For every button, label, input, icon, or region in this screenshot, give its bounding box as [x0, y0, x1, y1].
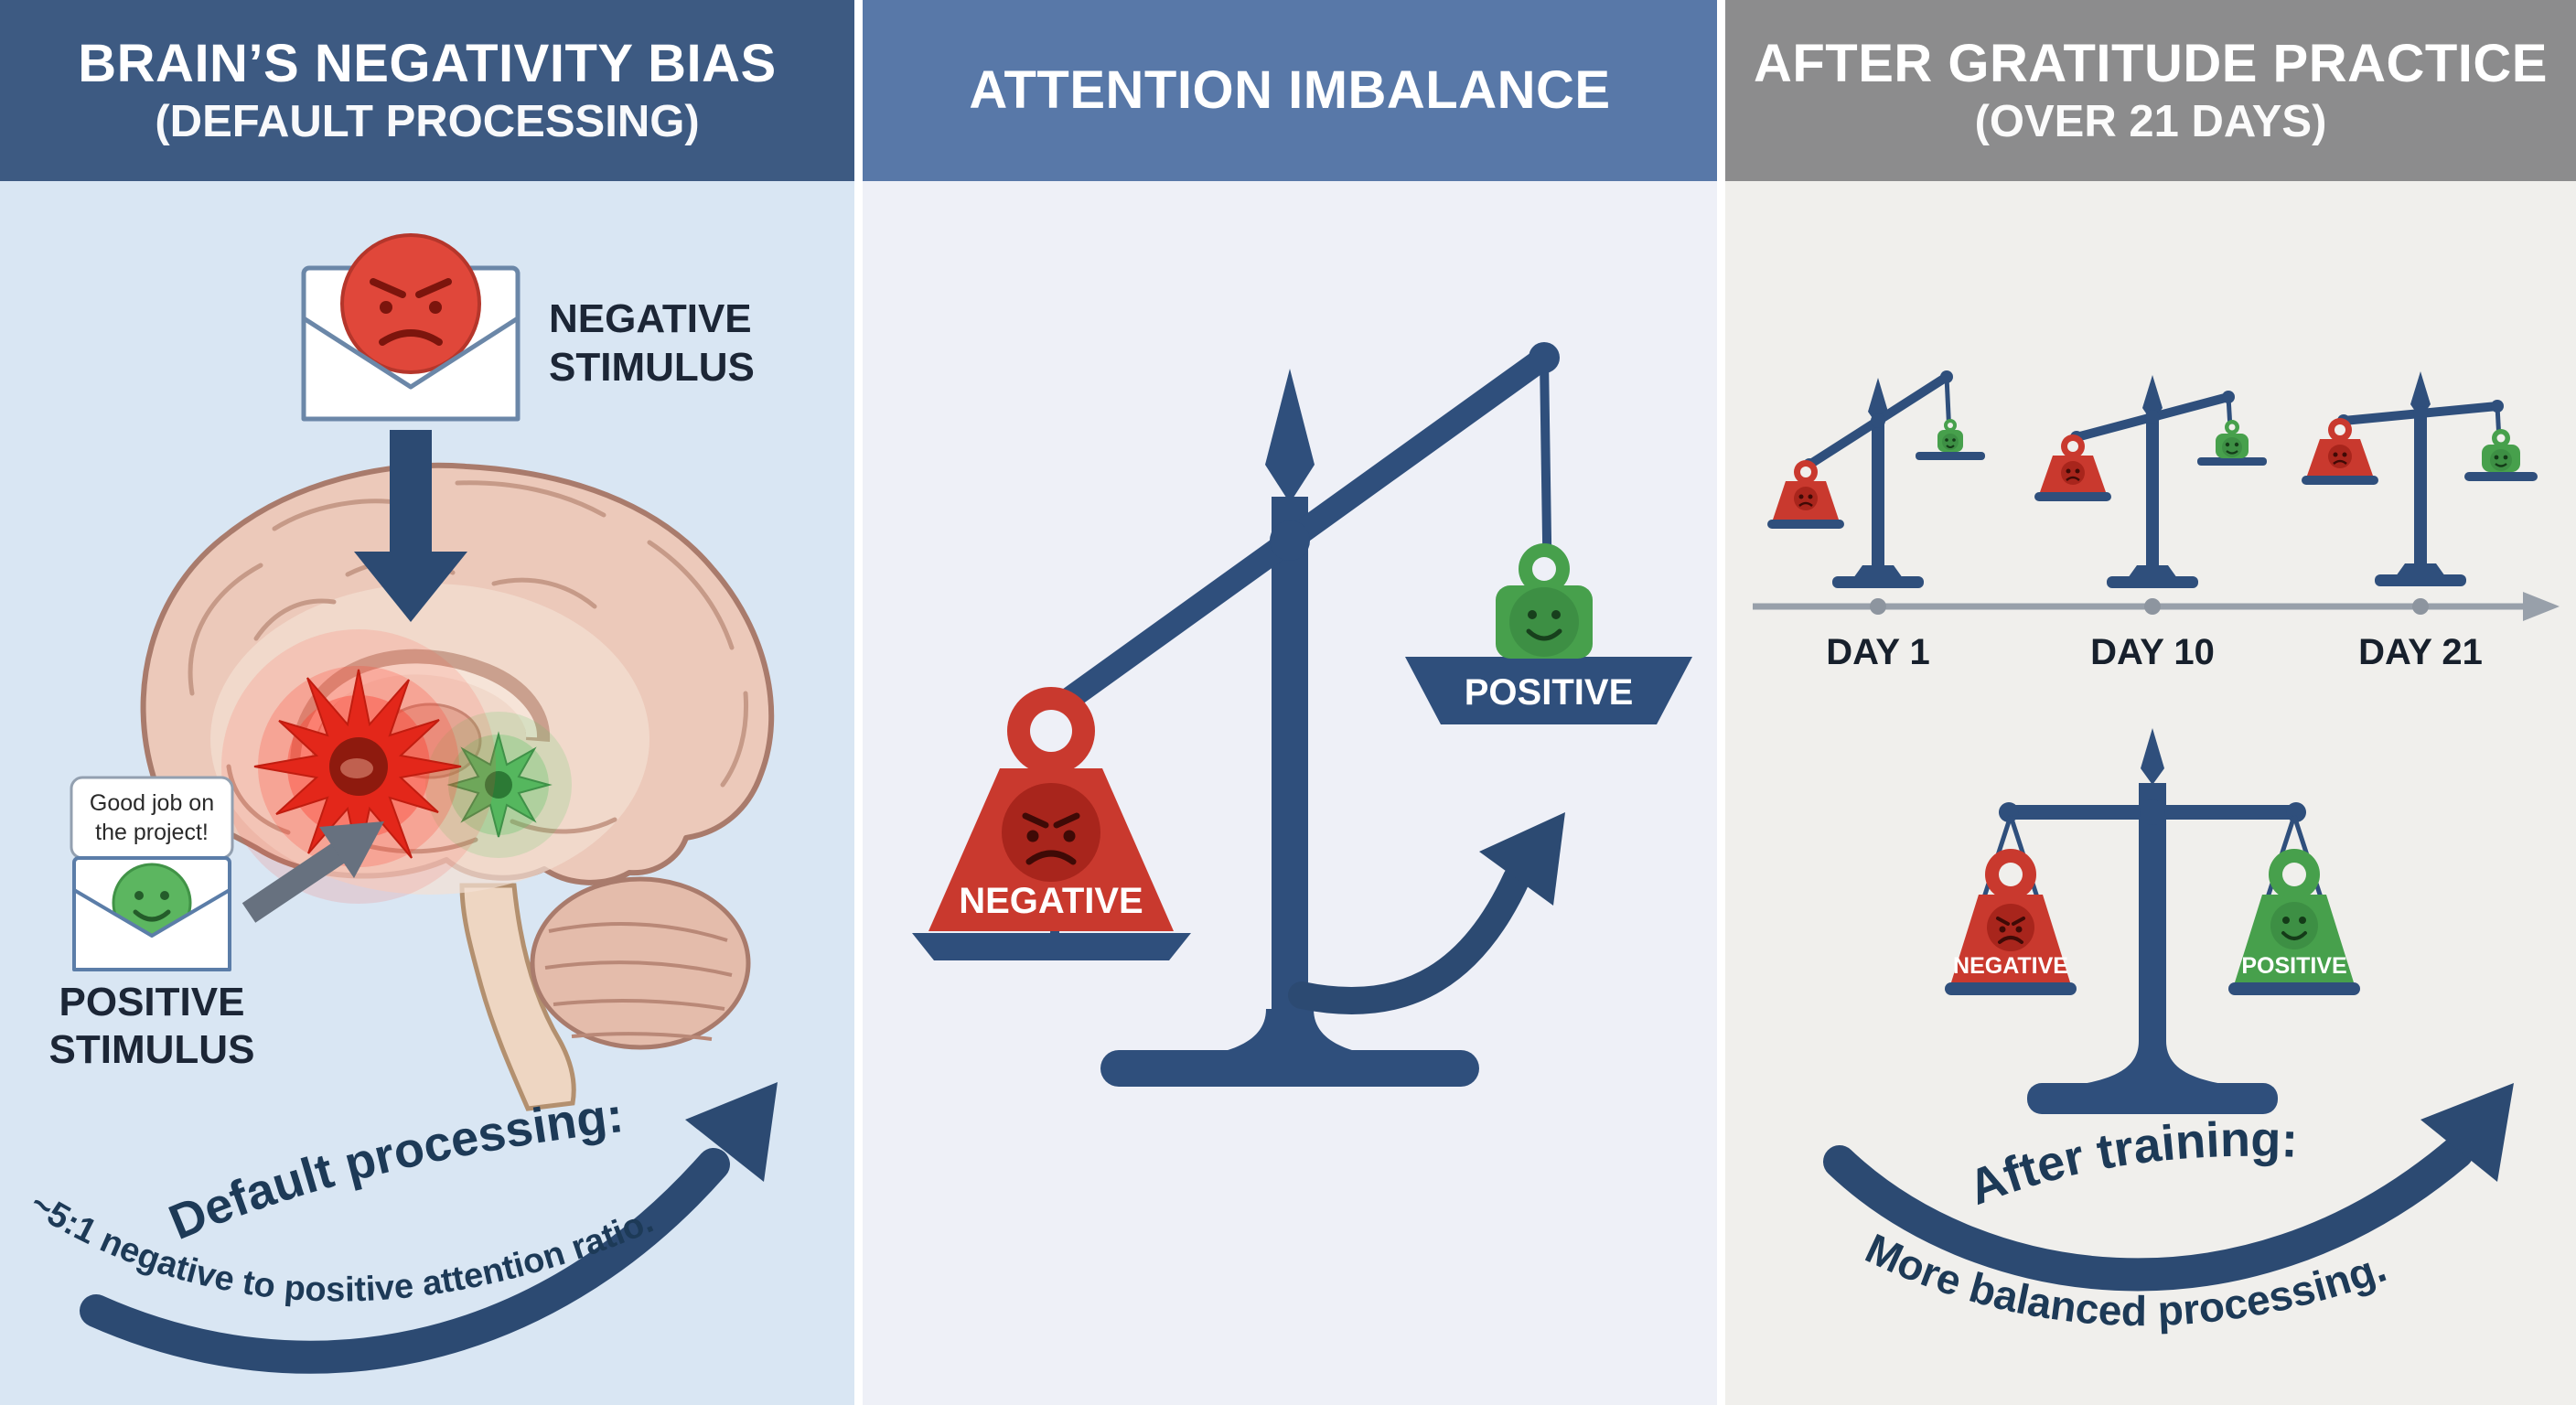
positive-arrow-icon — [242, 821, 384, 923]
positive-note-line1: Good job on — [90, 790, 214, 816]
panel-gratitude-practice: AFTER GRATITUDE PRACTICE (OVER 21 DAYS) — [1725, 0, 2576, 1405]
timeline-label-day1: DAY 1 — [1826, 632, 1929, 672]
panel-attention-imbalance: ATTENTION IMBALANCE — [863, 0, 1717, 1405]
angry-face-icon — [1002, 783, 1100, 882]
positive-weight — [1496, 543, 1593, 659]
right-title: AFTER GRATITUDE PRACTICE — [1753, 33, 2548, 93]
positive-envelope-icon — [72, 856, 231, 971]
scale-base — [2027, 1083, 2278, 1114]
positive-weight: POSITIVE — [2235, 849, 2354, 982]
positive-note-line2: the project! — [95, 820, 209, 845]
scale-pillar — [2139, 783, 2166, 1052]
angry-face-icon — [340, 233, 481, 374]
default-processing-swoosh-arrow — [80, 1082, 778, 1374]
mini-scale-day21 — [2302, 371, 2538, 586]
negative-stimulus-label-line1: NEGATIVE — [549, 296, 752, 341]
scale-pivot — [2140, 799, 2165, 825]
scale-pivot — [1270, 520, 1310, 561]
down-arrow-icon — [354, 430, 467, 622]
left-title: BRAIN’S NEGATIVITY BIAS — [78, 33, 777, 93]
positive-pan-label: POSITIVE — [1465, 672, 1634, 713]
timeline-label-day10: DAY 10 — [2090, 632, 2215, 672]
scale-finial — [2141, 728, 2164, 785]
left-illustration: NEGATIVE STIMULUS Good job on the projec… — [23, 233, 778, 1374]
scale-base — [1100, 1050, 1479, 1087]
left-subtitle: (DEFAULT PROCESSING) — [155, 97, 700, 147]
left-pan — [912, 933, 1191, 960]
mini-negative-weight — [1773, 460, 1839, 520]
left-pan — [1945, 982, 2077, 995]
negative-activation-burst — [221, 629, 496, 904]
right-header: AFTER GRATITUDE PRACTICE (OVER 21 DAYS) — [1725, 0, 2576, 181]
default-processing-annotation-line1: Default processing: — [162, 1088, 627, 1250]
after-training-annotation-line1: After training: — [1961, 1112, 2299, 1216]
middle-illustration: POSITIVE NEGATIVE — [912, 342, 1692, 1087]
cerebellum — [530, 876, 751, 1050]
smiley-face-icon — [2270, 902, 2318, 949]
negative-stimulus-label-line2: STIMULUS — [549, 345, 755, 390]
negative-weight-label: NEGATIVE — [959, 881, 1143, 921]
right-pan — [2228, 982, 2360, 995]
scale-pillar — [1272, 497, 1308, 1046]
left-header: BRAIN’S NEGATIVITY BIAS (DEFAULT PROCESS… — [0, 0, 854, 181]
timeline-arrowhead-icon — [2523, 592, 2560, 621]
negative-envelope-icon — [301, 233, 521, 422]
positive-weight-label: POSITIVE — [2241, 953, 2346, 979]
mini-scale-day10 — [2034, 375, 2267, 588]
mini-positive-weight — [2216, 420, 2249, 458]
brainstem — [459, 883, 576, 1111]
after-training-swoosh-arrow — [1823, 1083, 2514, 1292]
upward-swoosh-arrow — [1288, 812, 1565, 1014]
middle-title: ATTENTION IMBALANCE — [969, 60, 1611, 121]
middle-header: ATTENTION IMBALANCE — [863, 0, 1717, 181]
balanced-scale: NEGATIVE POSITIVE — [1945, 728, 2360, 1114]
mini-positive-weight — [1937, 419, 1963, 452]
imbalanced-scale: POSITIVE NEGATIVE — [912, 342, 1692, 1087]
mini-positive-weight — [2482, 429, 2520, 472]
timeline: DAY 1 DAY 10 DAY 21 — [1753, 592, 2560, 672]
negative-weight: NEGATIVE — [1951, 849, 2070, 982]
positive-stimulus-label-line1: POSITIVE — [59, 980, 245, 1024]
panel-negativity-bias: BRAIN’S NEGATIVITY BIAS (DEFAULT PROCESS… — [0, 0, 854, 1405]
timeline-label-day21: DAY 21 — [2358, 632, 2483, 672]
right-subtitle: (OVER 21 DAYS) — [1974, 97, 2327, 147]
mini-negative-weight — [2040, 434, 2106, 492]
negative-weight: NEGATIVE — [928, 687, 1174, 931]
right-illustration: DAY 1 DAY 10 DAY 21 — [1753, 370, 2560, 1335]
negative-weight-label: NEGATIVE — [1953, 953, 2068, 979]
positive-stimulus-label-line2: STIMULUS — [49, 1027, 255, 1072]
smiley-face-icon — [1509, 587, 1579, 657]
mini-negative-weight — [2307, 418, 2373, 476]
mini-scale-day1 — [1767, 370, 1985, 588]
scale-finial — [1265, 369, 1315, 503]
right-pan: POSITIVE — [1405, 657, 1692, 724]
angry-face-icon — [1987, 904, 2034, 951]
positive-activation-burst — [425, 712, 572, 858]
positive-note: Good job on the project! — [70, 776, 234, 860]
